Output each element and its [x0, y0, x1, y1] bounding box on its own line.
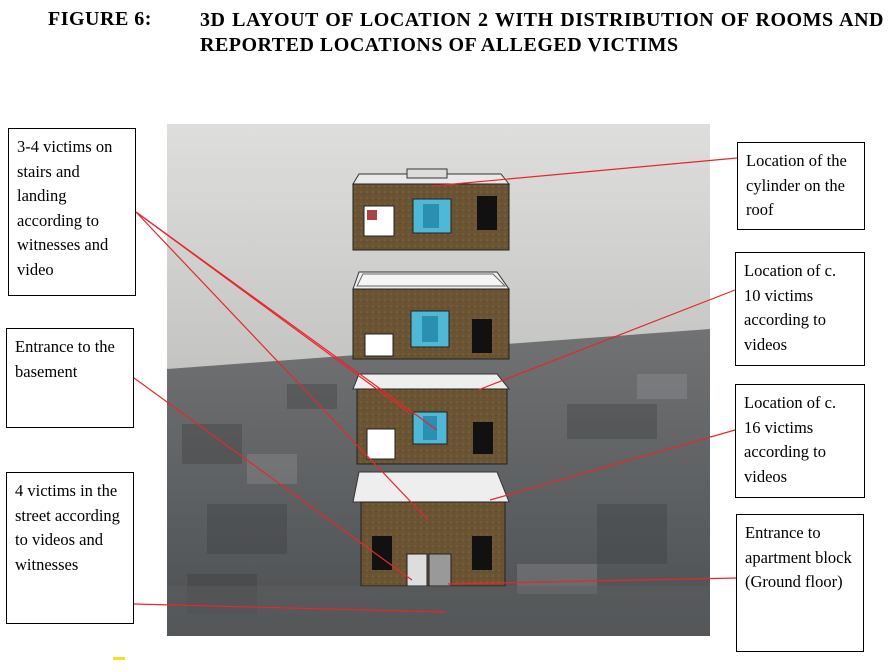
figure-title: 3D LAYOUT OF LOCATION 2 WITH DISTRIBUTIO… [200, 9, 884, 56]
callout-stairs-victims: 3-4 victims on stairs and landing accord… [8, 128, 136, 296]
callout-sixteen-victims: Location of c. 16 victims according to v… [735, 384, 865, 498]
callout-basement-entrance: Entrance to the basement [6, 328, 134, 428]
figure-label: FIGURE 6: [48, 8, 152, 30]
callout-street-victims: 4 victims in the street according to vid… [6, 472, 134, 624]
callout-ground-entrance: Entrance to apartment block (Ground floo… [736, 514, 864, 652]
callout-ten-victims: Location of c. 10 victims according to v… [735, 252, 865, 366]
callout-roof-cylinder: Location of the cylinder on the roof [737, 142, 865, 230]
building-3d-image [167, 124, 710, 636]
yellow-highlight-mark [113, 657, 125, 660]
